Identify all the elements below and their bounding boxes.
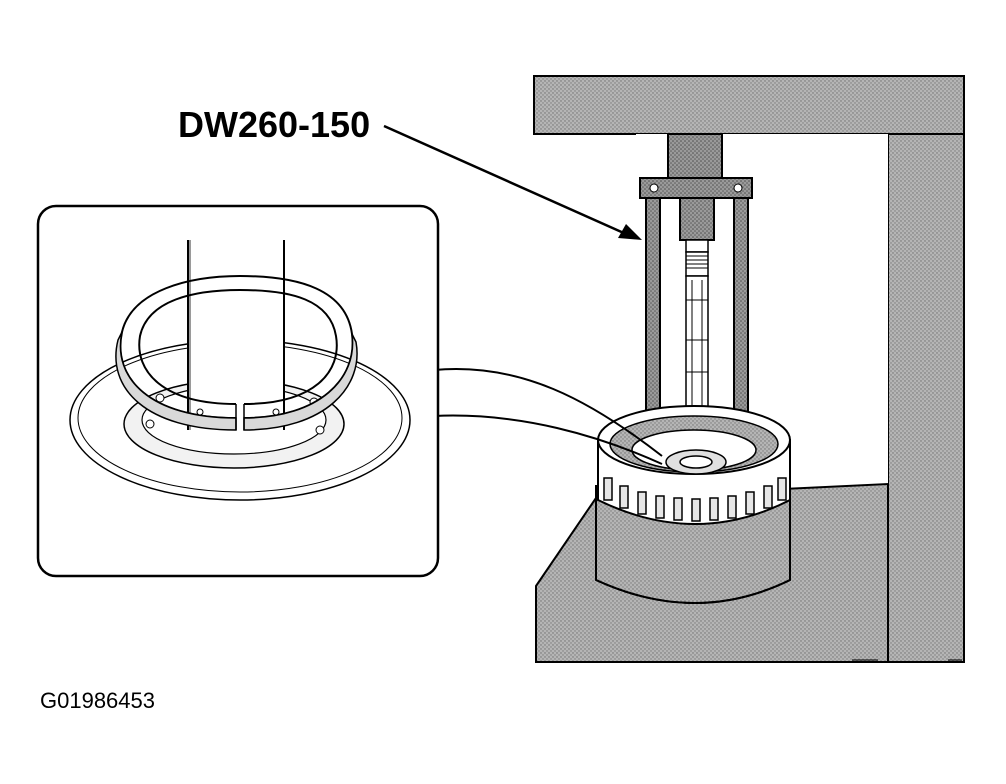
detail-inset bbox=[36, 204, 440, 578]
press-ram bbox=[667, 133, 723, 179]
figure-id: G01986453 bbox=[40, 688, 155, 713]
callout-arrow bbox=[383, 124, 642, 240]
clutch-drum-assembly bbox=[595, 405, 791, 604]
press-frame bbox=[533, 75, 965, 663]
detail-connector bbox=[433, 368, 663, 465]
tool-label: DW260-150 bbox=[178, 104, 371, 145]
